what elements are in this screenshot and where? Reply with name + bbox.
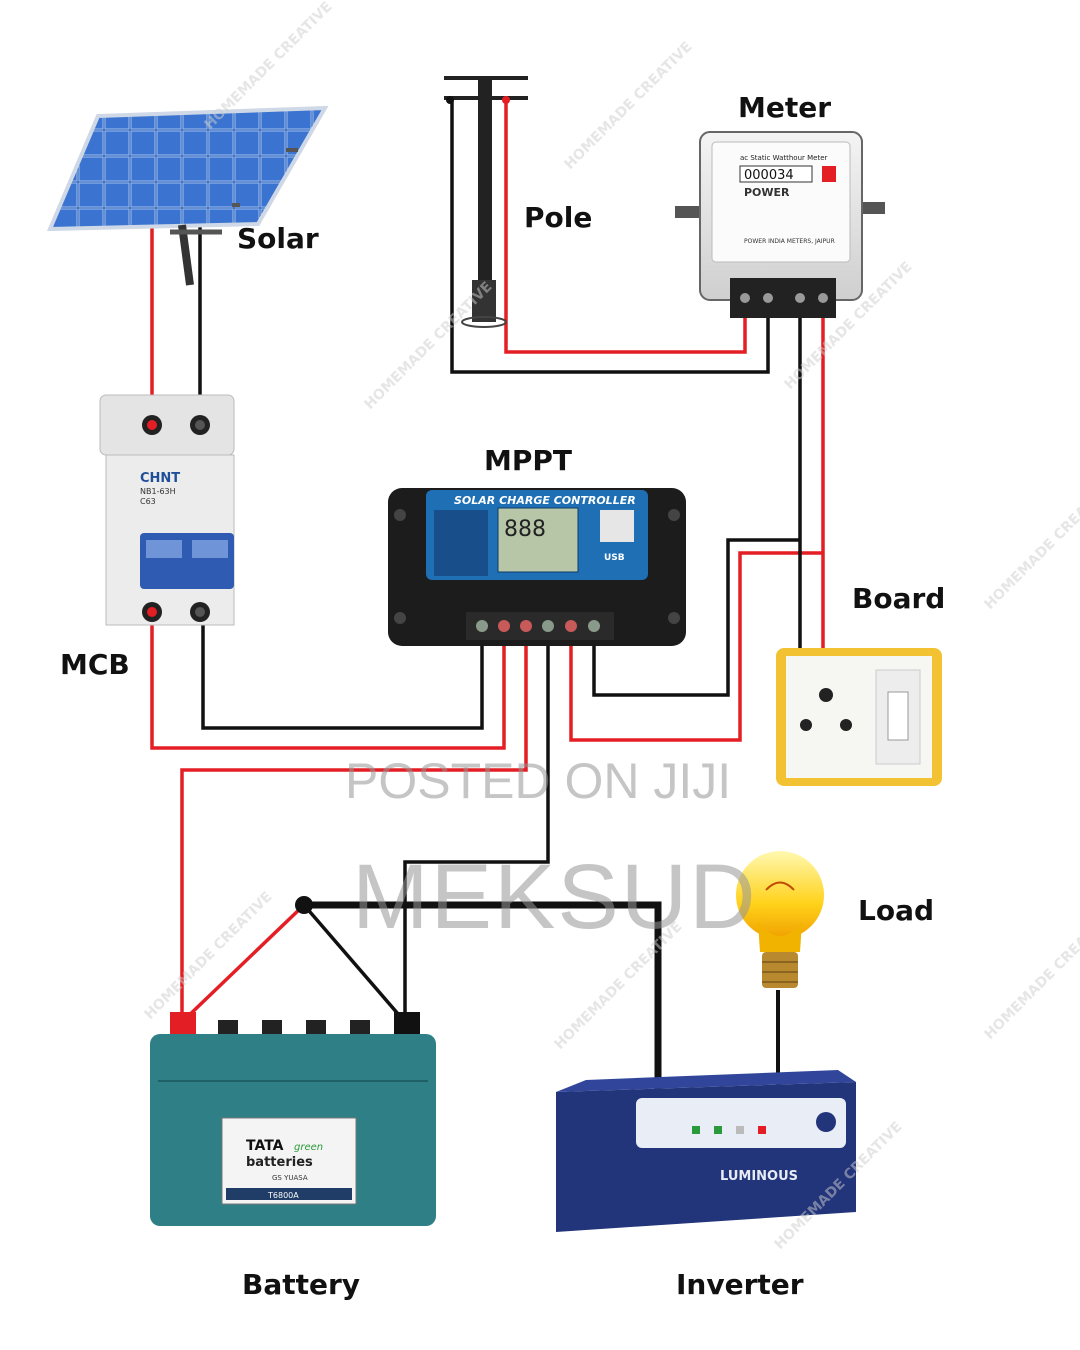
wires	[150, 100, 825, 1092]
label-pole: Pole	[524, 201, 593, 234]
wire-load-positive	[569, 551, 823, 742]
battery-model: T6800A	[267, 1191, 299, 1200]
mppt-controller: SOLAR CHARGE CONTROLLER 888 USB	[388, 488, 686, 646]
wire-bus-link-a	[302, 903, 407, 1024]
label-board: Board	[852, 582, 946, 615]
label-inverter: Inverter	[676, 1268, 804, 1301]
wire-bus-link-b	[180, 903, 306, 1024]
controller-display: 888	[504, 517, 546, 542]
solar-panel	[46, 105, 329, 286]
meter-title: ac Static Watthour Meter	[740, 154, 828, 162]
battery: TATA green batteries GS YUASA T6800A	[150, 1012, 436, 1226]
wire-load-negative	[592, 538, 800, 697]
wire-pole-negative	[450, 100, 770, 374]
mcb-brand: CHNT	[140, 471, 180, 486]
bus-junction	[295, 896, 313, 914]
bg-watermark: HOMEMADE CREATIVE	[362, 279, 496, 413]
inverter-brand: LUMINOUS	[720, 1169, 798, 1184]
energy-meter: ac Static Watthour Meter 000034 POWER PO…	[675, 131, 885, 318]
label-meter: Meter	[738, 91, 832, 124]
battery-brand-sub: green	[294, 1142, 323, 1153]
label-solar: Solar	[237, 222, 319, 255]
mcb-rating: C63	[140, 497, 156, 506]
label-mppt: MPPT	[484, 444, 573, 477]
label-load: Load	[858, 894, 935, 927]
meter-reading: 000034	[744, 168, 794, 183]
label-battery: Battery	[242, 1268, 361, 1301]
switch-board	[776, 648, 942, 786]
meter-brand: POWER	[744, 186, 790, 199]
bg-watermark: HOMEMADE CREATIVE	[982, 909, 1080, 1043]
mcb-model: NB1-63H	[140, 487, 176, 496]
wire-battery-positive	[180, 628, 528, 1022]
bg-watermark: HOMEMADE CREATIVE	[142, 889, 276, 1023]
label-mcb: MCB	[60, 648, 130, 681]
bg-watermark: HOMEMADE CREATIVE	[562, 39, 696, 173]
battery-word: batteries	[246, 1155, 313, 1170]
wire-bus-negative	[304, 901, 662, 1092]
watermark-posted: POSTED ON JIJI	[345, 753, 732, 809]
controller-title: SOLAR CHARGE CONTROLLER	[454, 494, 636, 507]
wire-mcb-negative	[201, 612, 484, 730]
inverter: LUMINOUS	[556, 1070, 856, 1232]
wire-pole-positive	[504, 100, 747, 354]
controller-usb: USB	[604, 553, 625, 563]
mcb-breaker: CHNT NB1-63H C63	[99, 394, 235, 626]
watermark-seller: MEKSUD	[352, 846, 758, 948]
load-bulb	[736, 851, 824, 988]
meter-maker: POWER INDIA METERS, JAIPUR	[744, 238, 835, 245]
wire-mcb-positive	[150, 612, 506, 750]
utility-pole	[444, 76, 528, 328]
battery-brand: TATA	[246, 1138, 284, 1154]
battery-partner: GS YUASA	[272, 1174, 308, 1182]
bg-watermark: HOMEMADE CREATIVE	[982, 479, 1080, 613]
wire-battery-negative	[403, 628, 550, 1022]
